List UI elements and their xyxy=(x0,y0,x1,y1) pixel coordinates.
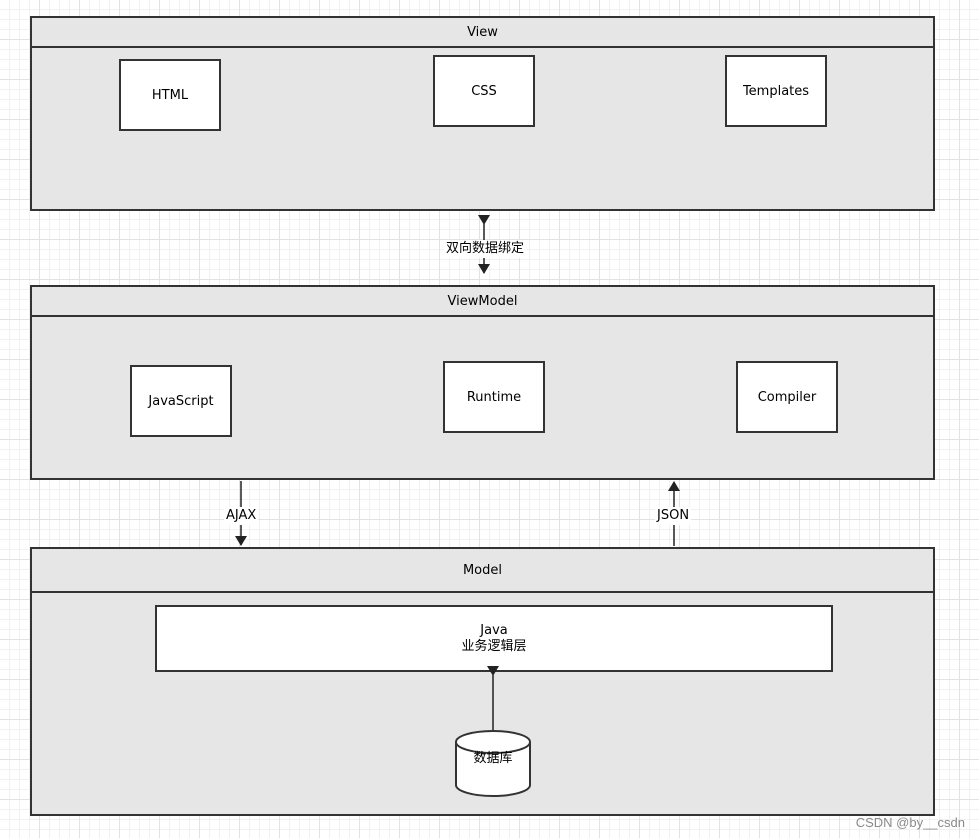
templates-box: Templates xyxy=(725,55,827,127)
html-box: HTML xyxy=(119,59,221,131)
css-box: CSS xyxy=(433,55,535,127)
binding-label: 双向数据绑定 xyxy=(444,240,527,258)
database-cylinder xyxy=(455,730,531,797)
database-label: 数据库 xyxy=(473,751,513,766)
watermark: CSDN @by__csdn xyxy=(855,815,965,830)
java-business-logic-box: Java 业务逻辑层 xyxy=(155,605,833,672)
business-logic-label: 业务逻辑层 xyxy=(461,638,527,654)
javascript-box: JavaScript xyxy=(130,365,232,437)
viewmodel-title: ViewModel xyxy=(32,287,933,317)
model-title: Model xyxy=(32,549,933,593)
json-label: JSON xyxy=(655,507,692,525)
ajax-label: AJAX xyxy=(224,507,259,525)
java-label: Java xyxy=(480,622,508,638)
runtime-box: Runtime xyxy=(443,361,545,433)
view-title: View xyxy=(32,18,933,48)
compiler-box: Compiler xyxy=(736,361,838,433)
